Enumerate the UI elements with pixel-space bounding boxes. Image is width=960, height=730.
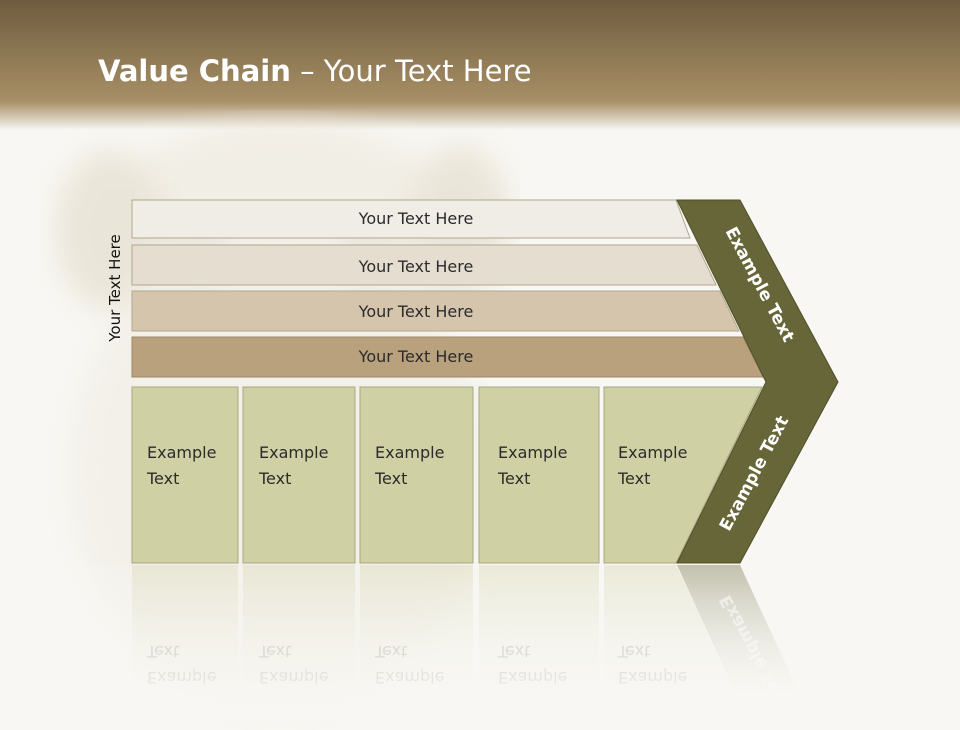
title-rest: – Your Text Here (290, 54, 532, 88)
slide-title: Value Chain – Your Text Here (98, 54, 532, 88)
activity-5-line1: Example (618, 443, 687, 462)
activity-box-2[interactable] (242, 386, 356, 564)
activity-1-text: Example Text (146, 443, 222, 488)
activity-2-text: Example Text (258, 443, 334, 488)
activity-box-1[interactable] (131, 386, 239, 564)
support-row-3-label: Your Text Here (358, 302, 474, 321)
support-row-3-shape[interactable] (131, 290, 740, 332)
activity-3-line1: Example (375, 443, 444, 462)
activity-5-line2: Text (617, 469, 650, 488)
activity-3-text: Example Text (374, 443, 450, 488)
side-axis-label: Your Text Here (106, 234, 124, 342)
support-row-4-label: Your Text Here (358, 347, 474, 366)
activity-2-line1: Example (259, 443, 328, 462)
support-row-1-shape[interactable] (131, 199, 691, 239)
activity-box-4[interactable] (478, 386, 600, 564)
activity-4-line1: Example (498, 443, 567, 462)
activity-4-line2: Text (497, 469, 530, 488)
activity-1-line1: Example (147, 443, 216, 462)
activity-box-5[interactable] (603, 386, 763, 564)
reflection-fade (0, 565, 960, 720)
support-row-1-label: Your Text Here (358, 209, 474, 228)
activity-5-text: Example Text (617, 443, 693, 488)
header-band (0, 0, 960, 130)
activity-4-text: Example Text (497, 443, 573, 488)
margin-chevron[interactable] (676, 199, 839, 564)
activity-box-3[interactable] (359, 386, 474, 564)
title-bold: Value Chain (98, 54, 291, 88)
activity-2-line2: Text (258, 469, 291, 488)
activity-1-line2: Text (146, 469, 179, 488)
support-row-2-shape[interactable] (131, 244, 717, 286)
support-row-2-label: Your Text Here (358, 257, 474, 276)
activity-3-line2: Text (374, 469, 407, 488)
